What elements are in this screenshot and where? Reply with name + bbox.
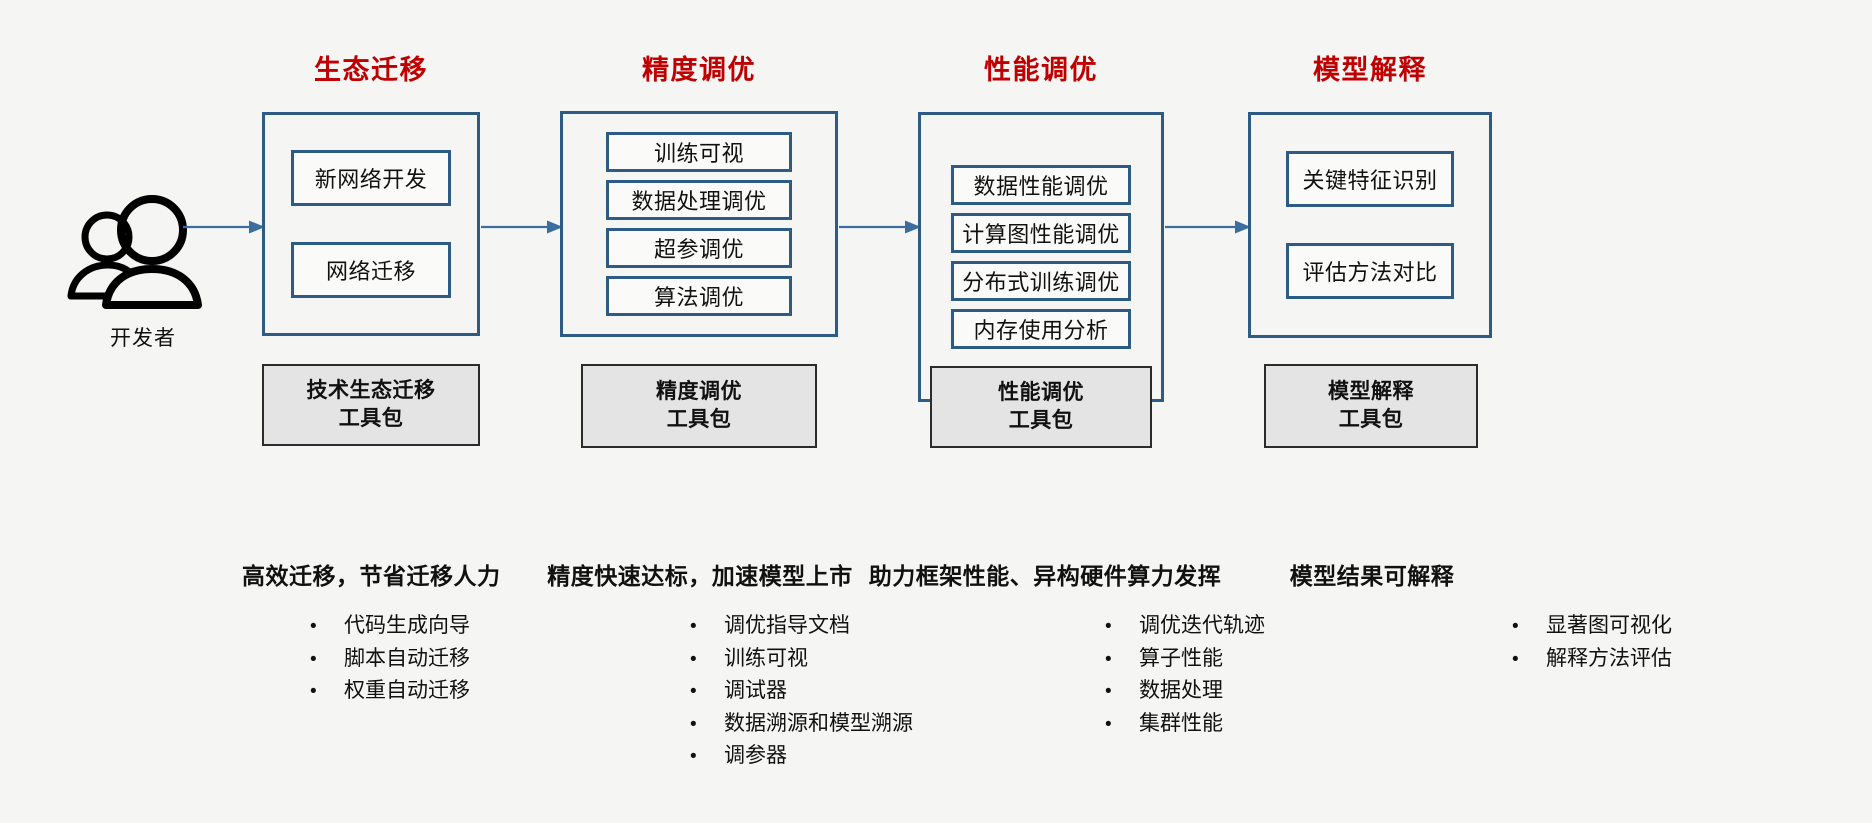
- list-item: • 显著图可视化: [1512, 610, 1672, 643]
- toolkit-line-2: 工具包: [1008, 409, 1074, 432]
- bullet-marker: •: [690, 681, 697, 703]
- list-item: • 调优指导文档: [690, 610, 913, 643]
- list-item-label: 调优指导文档: [724, 614, 850, 637]
- arrow-col1-to-col2: [481, 220, 563, 234]
- toolkit-line-1: 性能调优: [998, 380, 1084, 404]
- item-box[interactable]: 新网络开发: [291, 150, 451, 206]
- bullet-marker: •: [1105, 616, 1112, 637]
- toolkit-line-1: 模型解释: [1328, 379, 1414, 403]
- list-item: • 集群性能: [1105, 708, 1265, 741]
- tagline: 模型结果可解释: [1289, 563, 1455, 589]
- list-item-label: 算子性能: [1139, 646, 1223, 670]
- column-title: 生态迁移: [314, 55, 428, 85]
- item-box[interactable]: 算法调优: [606, 276, 792, 316]
- bullet-marker: •: [310, 681, 317, 703]
- bullet-marker: •: [1105, 681, 1112, 703]
- group-box-accuracy-tuning: 训练可视 数据处理调优 超参调优 算法调优: [560, 111, 838, 337]
- list-item: • 权重自动迁移: [310, 675, 470, 708]
- toolkit-box-model-explanation[interactable]: 模型解释 工具包: [1264, 364, 1478, 448]
- toolkit-line-2: 工具包: [338, 407, 404, 430]
- tagline: 高效迁移，节省迁移人力: [242, 563, 501, 589]
- bullet-marker: •: [310, 616, 317, 637]
- list-item: • 算子性能: [1105, 643, 1265, 676]
- item-box[interactable]: 网络迁移: [291, 242, 451, 298]
- item-box[interactable]: 数据性能调优: [951, 165, 1131, 205]
- item-box[interactable]: 内存使用分析: [951, 309, 1131, 349]
- item-box[interactable]: 训练可视: [606, 132, 792, 172]
- actor-developer: 开发者: [48, 195, 238, 375]
- bullet-marker: •: [1512, 648, 1519, 670]
- list-item: • 数据处理: [1105, 675, 1265, 708]
- people-icon: [67, 195, 202, 309]
- bullet-list-accuracy-tuning: • 调优指导文档 • 训练可视 • 调试器 • 数据溯源和模型溯源 • 调参器: [690, 610, 913, 773]
- toolkit-line-1: 技术生态迁移: [306, 378, 436, 402]
- toolkit-line-2: 工具包: [666, 408, 732, 431]
- group-box-ecosystem-migration: 新网络开发 网络迁移: [262, 112, 480, 336]
- bullet-marker: •: [690, 616, 697, 637]
- group-box-model-explanation: 关键特征识别 评估方法对比: [1248, 112, 1492, 338]
- bullet-marker: •: [1105, 648, 1112, 670]
- item-box[interactable]: 关键特征识别: [1286, 151, 1454, 207]
- toolkit-box-accuracy-tuning[interactable]: 精度调优 工具包: [581, 364, 817, 448]
- list-item: • 解释方法评估: [1512, 643, 1672, 676]
- item-box[interactable]: 超参调优: [606, 228, 792, 268]
- list-item-label: 调优迭代轨迹: [1139, 614, 1265, 637]
- column-title: 精度调优: [642, 55, 756, 85]
- item-box[interactable]: 计算图性能调优: [951, 213, 1131, 253]
- tagline: 精度快速达标，加速模型上市: [547, 563, 853, 589]
- toolkit-box-ecosystem-migration[interactable]: 技术生态迁移 工具包: [262, 364, 480, 446]
- bullet-marker: •: [690, 713, 697, 735]
- tagline: 助力框架性能、异构硬件算力发挥: [868, 563, 1222, 589]
- toolkit-line-2: 工具包: [1338, 408, 1404, 431]
- list-item-label: 调试器: [724, 679, 787, 703]
- list-item: • 调参器: [690, 740, 913, 773]
- item-box[interactable]: 分布式训练调优: [951, 261, 1131, 301]
- group-box-performance-tuning: 数据性能调优 计算图性能调优 分布式训练调优 内存使用分析: [918, 112, 1164, 402]
- list-item-label: 训练可视: [724, 646, 808, 670]
- bullet-marker: •: [1512, 616, 1519, 637]
- toolkit-box-performance-tuning[interactable]: 性能调优 工具包: [930, 366, 1152, 448]
- list-item-label: 解释方法评估: [1546, 646, 1672, 670]
- bullet-list-ecosystem-migration: • 代码生成向导 • 脚本自动迁移 • 权重自动迁移: [310, 610, 470, 708]
- list-item-label: 脚本自动迁移: [344, 646, 470, 670]
- bullet-marker: •: [310, 648, 317, 670]
- bullet-list-model-explanation: • 显著图可视化 • 解释方法评估: [1512, 610, 1672, 675]
- list-item-label: 代码生成向导: [344, 614, 470, 637]
- list-item-label: 权重自动迁移: [344, 679, 470, 703]
- bullet-marker: •: [1105, 713, 1112, 735]
- actor-label: 开发者: [110, 327, 176, 350]
- list-item: • 代码生成向导: [310, 610, 470, 643]
- list-item: • 调试器: [690, 675, 913, 708]
- toolkit-line-1: 精度调优: [656, 379, 742, 403]
- list-item: • 数据溯源和模型溯源: [690, 708, 913, 741]
- list-item: • 训练可视: [690, 643, 913, 676]
- item-box[interactable]: 数据处理调优: [606, 180, 792, 220]
- item-box[interactable]: 评估方法对比: [1286, 243, 1454, 299]
- column-title: 性能调优: [984, 55, 1098, 85]
- list-item: • 调优迭代轨迹: [1105, 610, 1265, 643]
- bullet-list-performance-tuning: • 调优迭代轨迹 • 算子性能 • 数据处理 • 集群性能: [1105, 610, 1265, 740]
- arrow-actor-to-col1: [183, 220, 265, 234]
- list-item-label: 数据溯源和模型溯源: [724, 711, 913, 735]
- list-item-label: 数据处理: [1139, 679, 1223, 703]
- arrow-col3-to-col4: [1165, 220, 1251, 234]
- column-title: 模型解释: [1313, 55, 1427, 85]
- list-item-label: 显著图可视化: [1546, 614, 1672, 637]
- bullet-marker: •: [690, 746, 697, 768]
- list-item-label: 调参器: [724, 744, 787, 768]
- bullet-marker: •: [690, 648, 697, 670]
- arrow-col2-to-col3: [839, 220, 921, 234]
- list-item: • 脚本自动迁移: [310, 643, 470, 676]
- list-item-label: 集群性能: [1139, 711, 1223, 735]
